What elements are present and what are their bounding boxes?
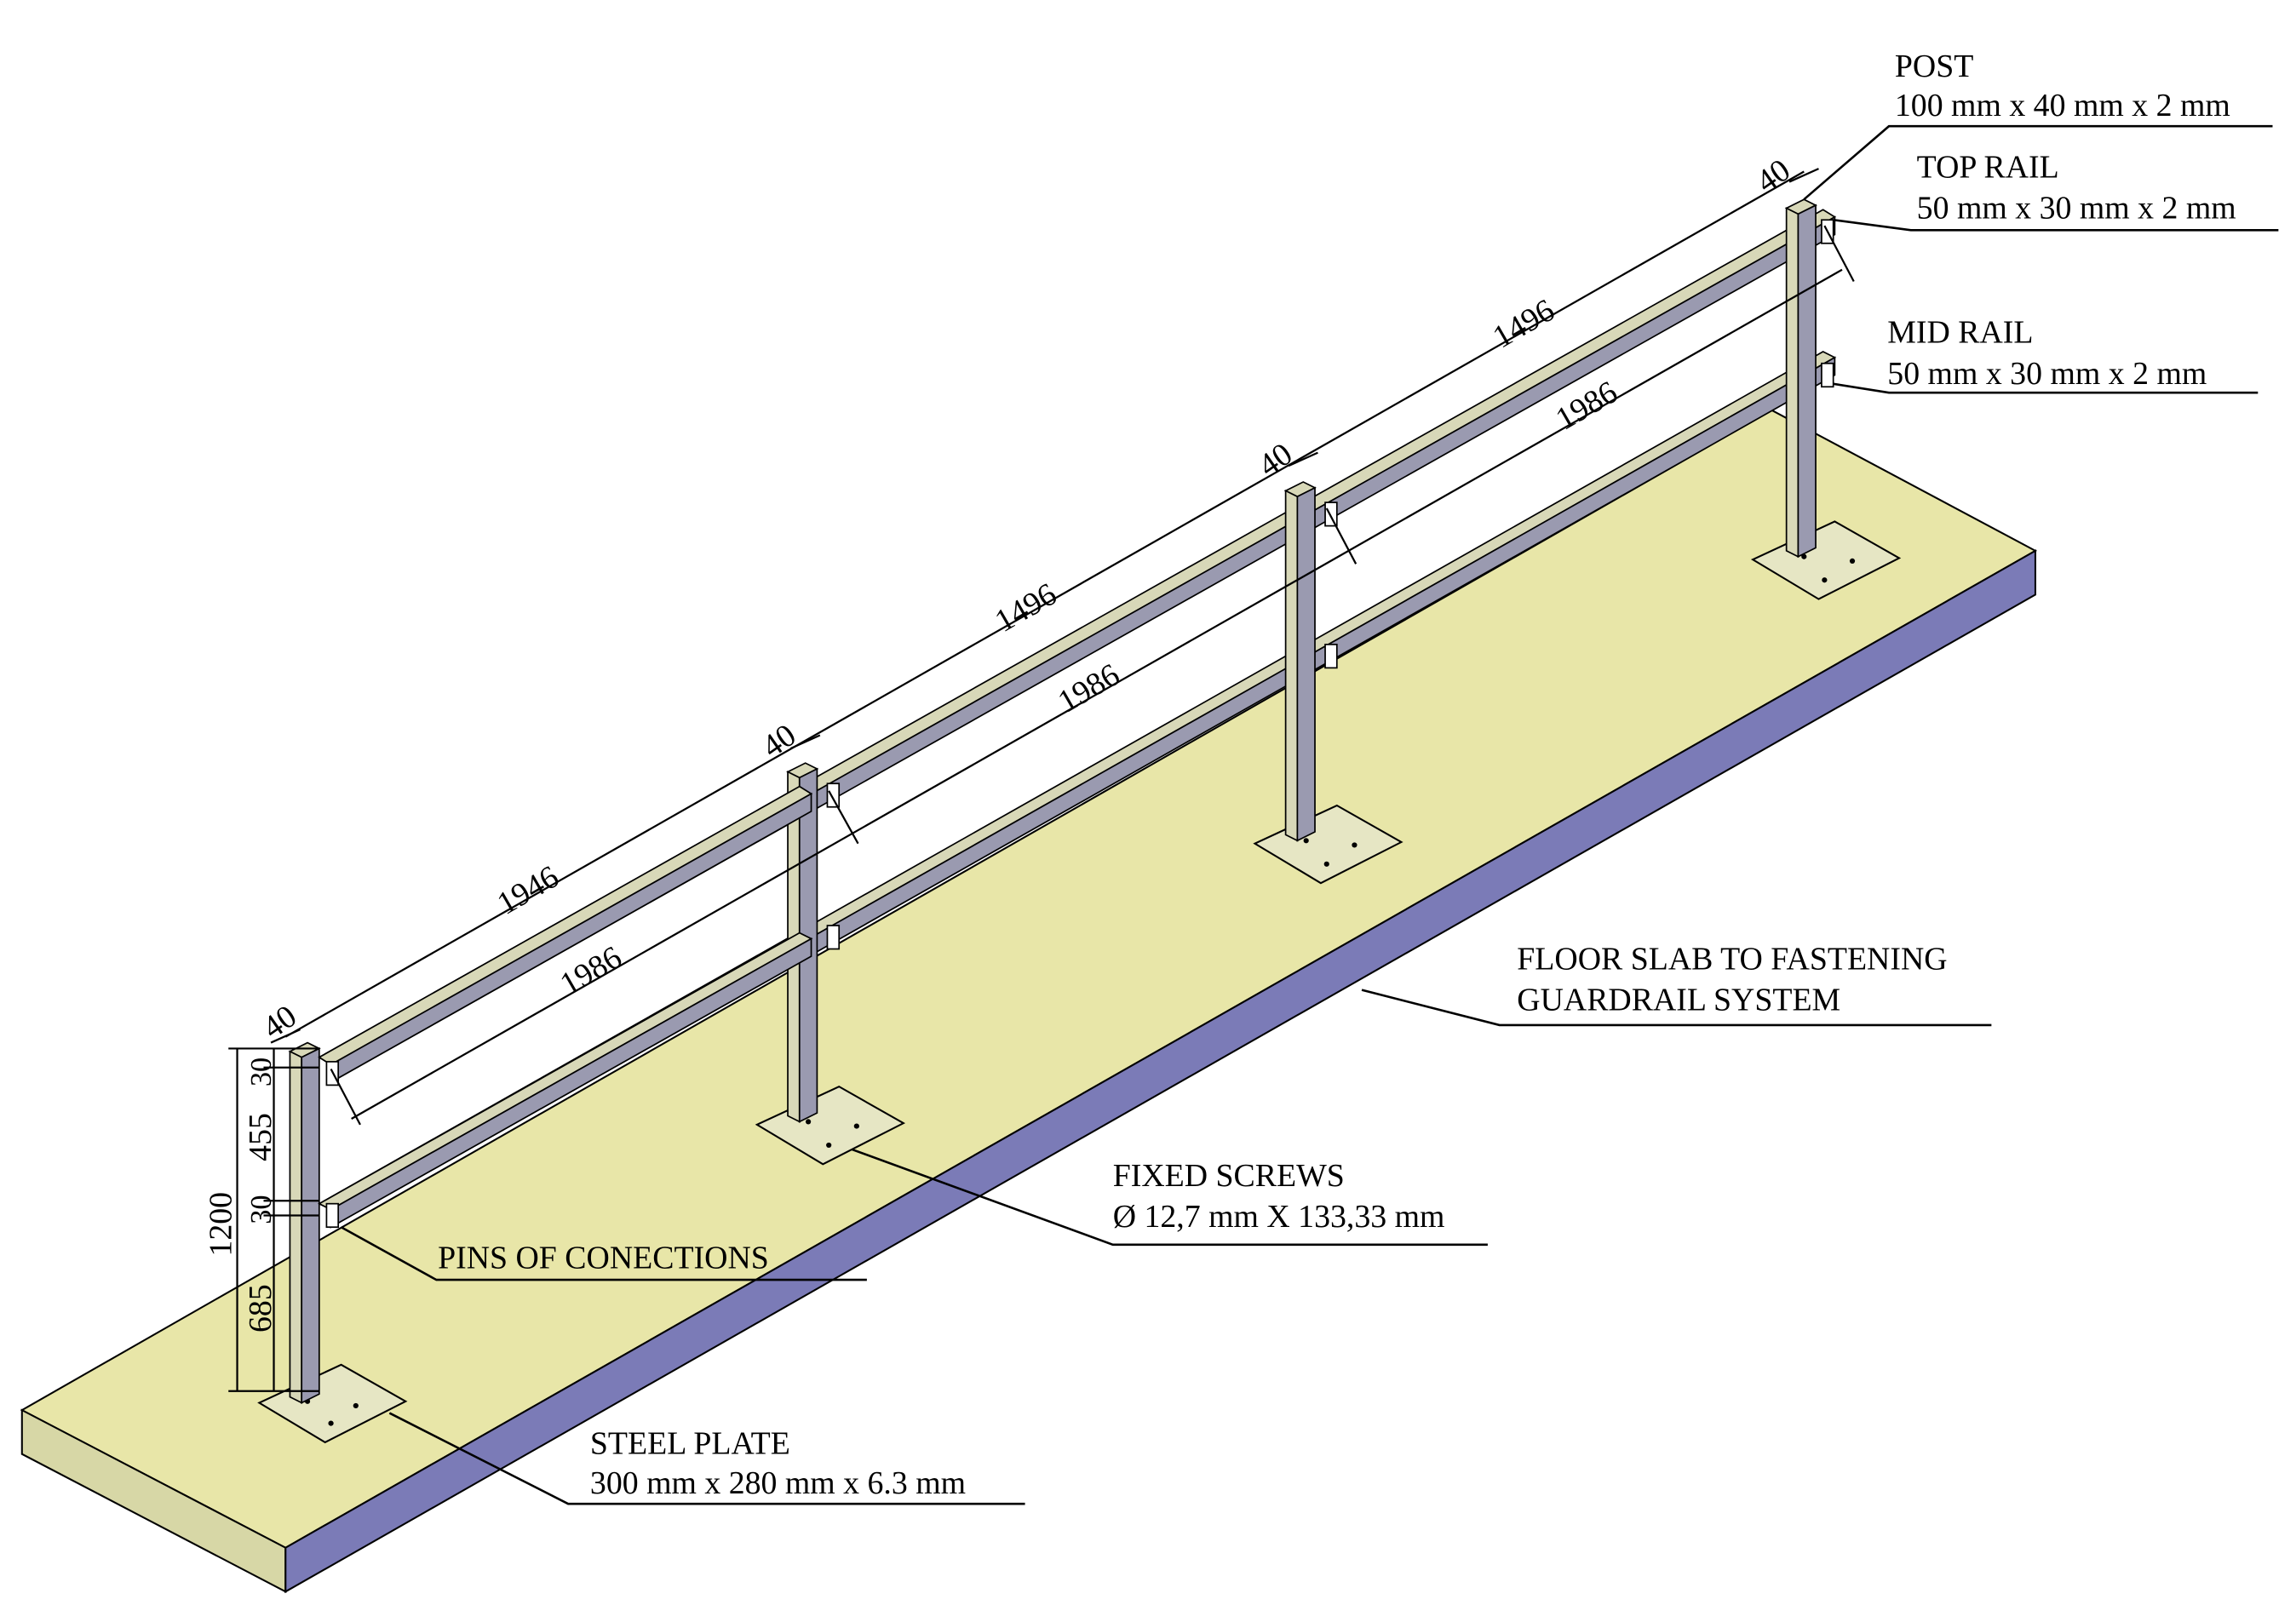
floor-slab: [20, 409, 2038, 1594]
post-size: 100 mm x 40 mm x 2 mm: [1895, 88, 2230, 123]
dimension-lines: [228, 168, 1855, 1392]
top-rail-label: TOP RAIL: [1917, 149, 2059, 185]
dim-post-width: 40: [1750, 152, 1797, 200]
dim-post-width: 40: [256, 998, 303, 1046]
floor-slab-label-2: GUARDRAIL SYSTEM: [1517, 983, 1840, 1018]
pins-label: PINS OF CONECTIONS: [438, 1240, 769, 1275]
dim-post-width: 40: [1252, 436, 1299, 484]
screws-label: FIXED SCREWS: [1113, 1158, 1345, 1194]
dim-rail-gap: 455: [243, 1113, 278, 1161]
post: [288, 1041, 321, 1404]
connection-pins: [325, 219, 1834, 1229]
steel-plates: [257, 520, 1902, 1444]
steel-plate-size: 300 mm x 280 mm x 6.3 mm: [590, 1465, 966, 1501]
dim-post-bottom: 685: [243, 1284, 278, 1333]
post: [1283, 481, 1317, 842]
top-rail-size: 50 mm x 30 mm x 2 mm: [1917, 191, 2236, 226]
mid-rail-label: MID RAIL: [1887, 315, 2033, 351]
leader-lines: [340, 124, 2279, 1505]
dim-height-total: 1200: [204, 1192, 239, 1257]
mid-rail-size: 50 mm x 30 mm x 2 mm: [1887, 356, 2207, 392]
steel-plate-label: STEEL PLATE: [590, 1426, 790, 1462]
callout-labels: POST 100 mm x 40 mm x 2 mm TOP RAIL 50 m…: [438, 49, 2236, 1501]
dim-mid-rail-height: 30: [245, 1195, 278, 1224]
posts: [288, 198, 1817, 1404]
dim-post-width: 40: [755, 717, 802, 765]
post: [1784, 198, 1817, 559]
post-label: POST: [1895, 49, 1973, 84]
rail-joints: [317, 785, 813, 1229]
screws-size: Ø 12,7 mm X 133,33 mm: [1113, 1199, 1445, 1235]
floor-slab-label: FLOOR SLAB TO FASTENING: [1517, 942, 1947, 977]
dim-top-rail-height: 30: [245, 1058, 278, 1086]
slab-side: [284, 549, 2036, 1594]
